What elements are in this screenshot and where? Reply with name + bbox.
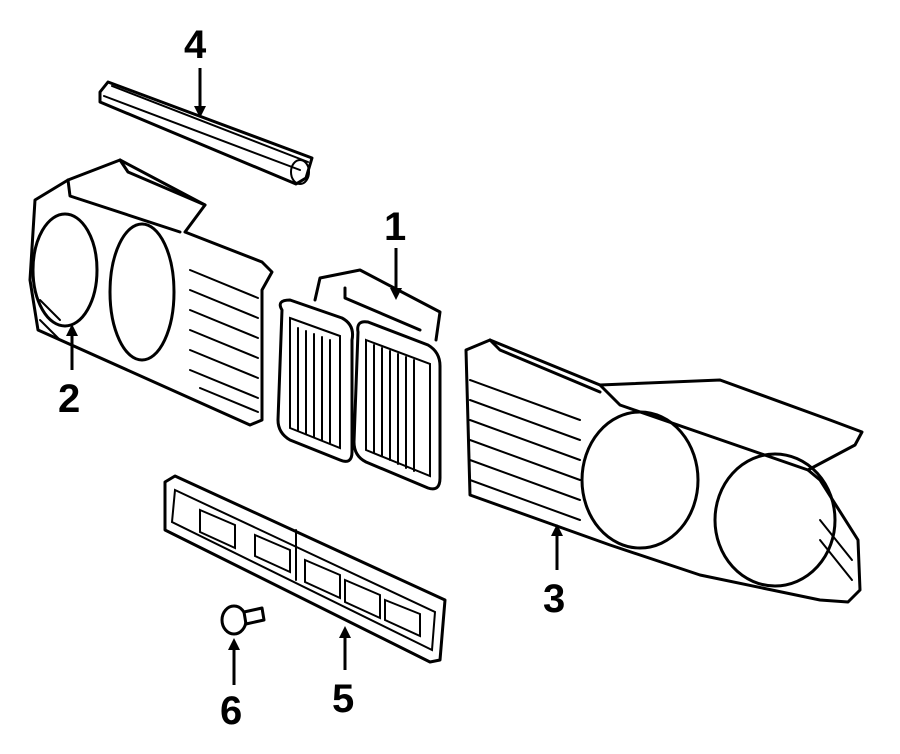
- part-5-lower-grille: [163, 474, 447, 664]
- callout-2: 2: [58, 377, 80, 421]
- part-4-trim-strip: [98, 80, 314, 186]
- part-3-right-surround: [464, 338, 864, 604]
- callout-6: 6: [220, 689, 242, 733]
- part-2-left-surround: [28, 158, 274, 427]
- callout-1: 1: [384, 205, 406, 249]
- callout-4: 4: [184, 23, 207, 67]
- callout-3: 3: [543, 577, 565, 621]
- callout-5: 5: [332, 677, 354, 721]
- leader-lines: [66, 68, 563, 685]
- part-1-kidney-grille: [276, 268, 442, 491]
- part-6-clip: [220, 604, 266, 636]
